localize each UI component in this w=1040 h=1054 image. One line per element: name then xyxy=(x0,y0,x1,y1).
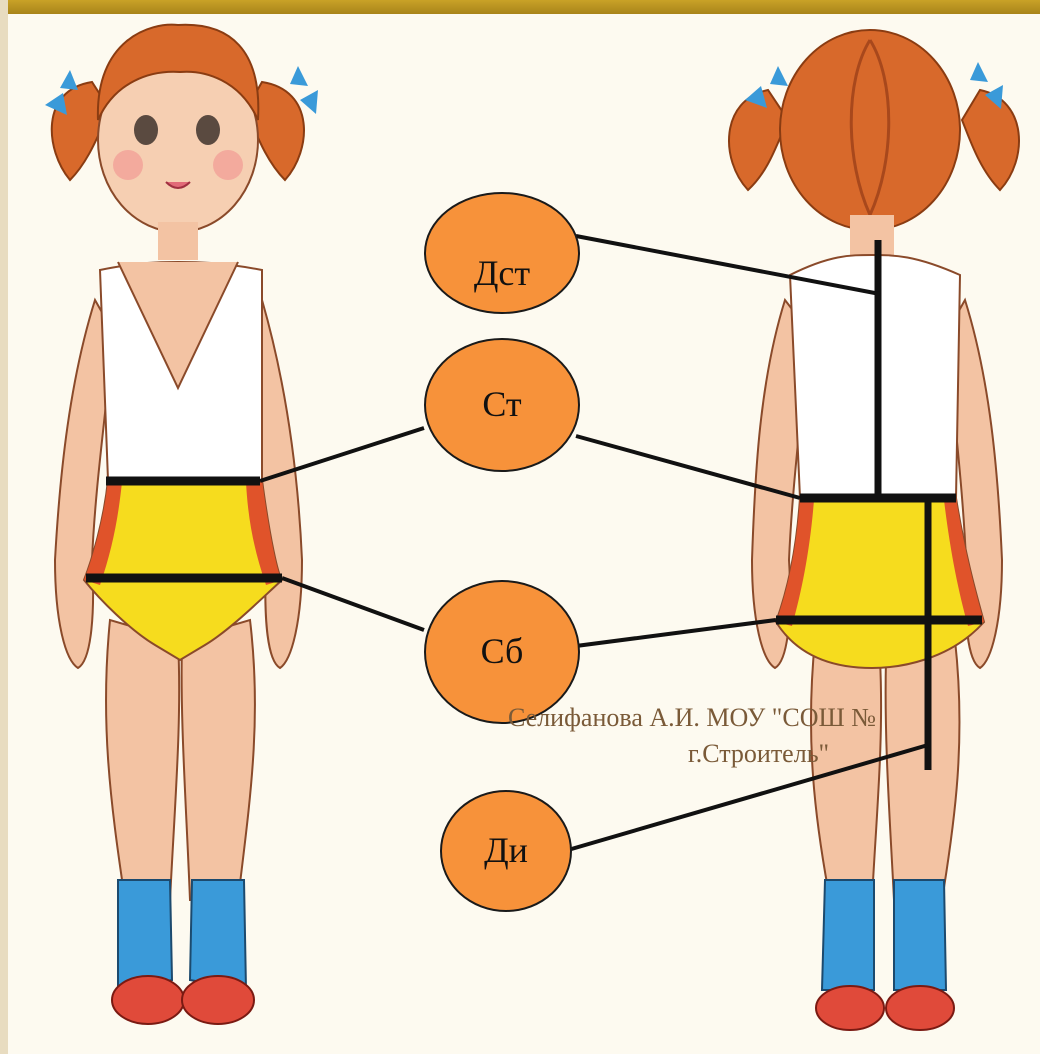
author-caption: Селифанова А.И. МОУ "СОШ № г.Строитель" xyxy=(508,700,1040,772)
girl-front-figure xyxy=(45,25,318,1024)
product-length-label: Ди xyxy=(484,832,528,870)
back-length-badge: Дст xyxy=(424,192,580,314)
leader-sb-back xyxy=(576,620,776,646)
caption-line-1: Селифанова А.И. МОУ "СОШ № xyxy=(508,703,876,732)
girl-back-figure xyxy=(729,30,1019,1030)
back-length-label: Дст xyxy=(467,255,537,293)
hips-label: Сб xyxy=(481,633,524,671)
leader-sb-front xyxy=(282,578,424,630)
waist-badge: Ст xyxy=(424,338,580,472)
caption-line-2: г.Строитель" xyxy=(508,736,1040,772)
product-length-badge: Ди xyxy=(440,790,572,912)
waist-label: Ст xyxy=(482,386,521,424)
